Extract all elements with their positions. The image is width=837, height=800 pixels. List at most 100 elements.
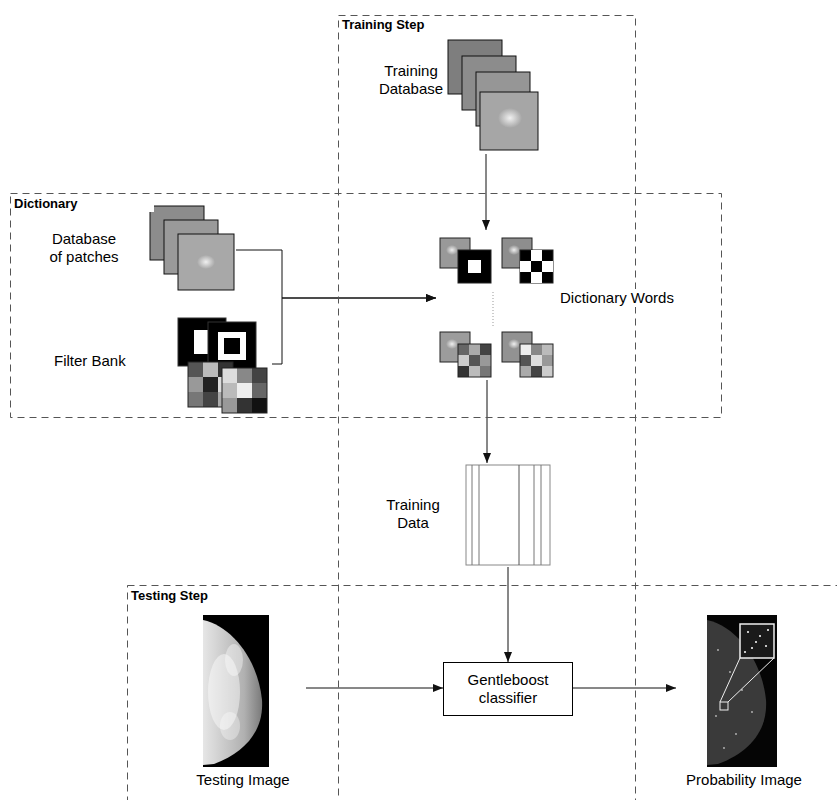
illustration-part — [221, 335, 243, 357]
node-label: Probability Image — [676, 771, 812, 789]
illustration-part — [765, 645, 767, 647]
training-data: Training Data — [378, 463, 552, 567]
illustration-part — [520, 261, 531, 272]
illustration-part — [531, 272, 542, 283]
illustration-part — [531, 250, 542, 261]
illustration-part — [203, 615, 269, 767]
illustration-part — [480, 355, 491, 366]
illustration-part — [480, 366, 491, 377]
illustration-part — [508, 339, 520, 349]
illustration-part — [519, 465, 520, 565]
region-border — [339, 16, 636, 800]
illustration-part — [446, 245, 458, 255]
illustration-part — [469, 344, 480, 355]
illustration-part — [707, 615, 777, 767]
illustration-part — [252, 368, 267, 383]
illustration-part — [717, 649, 719, 651]
illustration-part — [480, 344, 491, 355]
illustration-part — [767, 629, 769, 631]
illustration-part — [458, 355, 469, 366]
node-label: Testing Image — [180, 771, 306, 789]
testing-image: Testing Image — [180, 612, 306, 798]
filter-bank: Filter Bank — [50, 314, 272, 414]
flow-arrow — [272, 298, 436, 364]
illustration-part — [197, 255, 215, 269]
illustration-part — [729, 671, 731, 673]
flow-arrow — [573, 688, 676, 689]
illustration-part — [531, 344, 542, 355]
illustration-part — [252, 398, 267, 413]
dictionary-words: Dictionary Words — [436, 230, 710, 380]
flow-arrow — [486, 154, 487, 230]
flow-arrow — [236, 250, 436, 298]
region-heading: Dictionary — [14, 196, 154, 212]
illustration-part — [720, 658, 740, 702]
step-region: Testing StepTesting ImageGentleboost cla… — [127, 585, 837, 800]
training-database-images — [448, 40, 538, 150]
illustration-part — [520, 355, 531, 366]
illustration-part — [468, 260, 481, 273]
illustration-part — [203, 392, 218, 407]
illustration-part — [531, 366, 542, 377]
illustration-part — [466, 465, 550, 565]
illustration-part — [203, 362, 218, 377]
illustration-part — [542, 355, 553, 366]
illustration-part — [222, 383, 237, 398]
illustration-part — [542, 261, 553, 272]
illustration-part — [498, 108, 522, 128]
illustration-part — [735, 733, 737, 735]
illustration-part — [493, 292, 494, 326]
illustration-part — [520, 366, 531, 377]
illustration-part — [542, 366, 553, 377]
illustration-part — [458, 366, 469, 377]
illustration-part — [458, 344, 469, 355]
illustration-part — [751, 647, 753, 649]
illustration-part — [203, 377, 218, 392]
region-heading: Training Step — [342, 17, 482, 33]
illustration-part — [203, 620, 262, 765]
illustration-part — [446, 339, 458, 349]
illustration-part — [222, 398, 237, 413]
illustration-part — [751, 711, 753, 713]
illustration-part — [728, 658, 774, 702]
illustration-part — [755, 641, 757, 643]
illustration-part — [237, 383, 252, 398]
node-label: Dictionary Words — [560, 289, 708, 307]
node-label: Filter Bank — [54, 352, 164, 370]
illustration-part — [472, 465, 473, 565]
illustration-part — [458, 344, 491, 377]
illustration-part — [458, 250, 491, 283]
illustration-part — [520, 344, 531, 355]
illustration-part — [720, 702, 728, 710]
region-heading: Testing Step — [131, 588, 271, 604]
illustration-part — [188, 392, 203, 407]
flow-arrow — [508, 567, 509, 662]
node-label: Database of patches — [44, 230, 124, 266]
node-label: Training Data — [382, 496, 444, 532]
flow-arrow — [306, 688, 443, 689]
illustration-part — [479, 465, 480, 565]
dictionary-region: DictionaryDatabase of patchesFilter Bank… — [10, 193, 722, 418]
illustration-part — [744, 651, 746, 653]
illustration-part — [541, 465, 542, 565]
illustration-part — [178, 234, 234, 290]
illustration-part — [520, 344, 553, 377]
illustration-part — [759, 635, 761, 637]
probability-map-image — [707, 615, 777, 767]
illustration-part — [188, 362, 203, 377]
illustration-part — [508, 245, 520, 255]
illustration-part — [188, 377, 203, 392]
illustration-part — [480, 92, 538, 150]
illustration-part — [715, 715, 717, 717]
illustration-part — [222, 368, 237, 383]
illustration-part — [542, 344, 553, 355]
training-data-matrix — [466, 465, 550, 565]
image-stack: Database of patches — [40, 200, 236, 292]
illustration-part — [225, 644, 243, 676]
illustration-part — [747, 631, 749, 633]
mammogram-image — [203, 615, 269, 767]
illustration-part — [252, 383, 267, 398]
dictionary-word-images — [440, 238, 553, 377]
